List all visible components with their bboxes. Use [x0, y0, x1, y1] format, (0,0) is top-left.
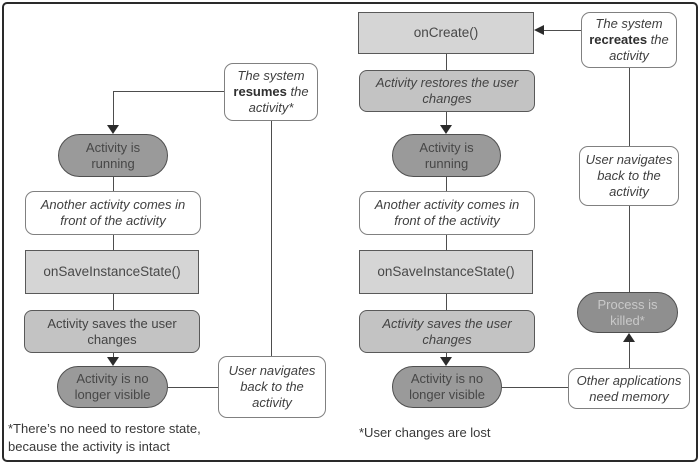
action-activity-saves-left: Activity saves the user changes	[24, 310, 200, 353]
state-activity-running-left: Activity is running	[58, 134, 168, 177]
note-recreates-bold-word: recreates	[589, 32, 648, 48]
callback-onsaveinstancestate-left: onSaveInstanceState()	[25, 250, 199, 294]
arrowhead-into-running-left	[107, 125, 119, 134]
connector-otherapps-to-process	[629, 342, 630, 368]
note-user-navigates-left: User navigates back to the activity	[218, 356, 326, 418]
note-resumes-bold-word: resumes	[233, 84, 287, 100]
action-activity-saves-right: Activity saves the user changes	[359, 310, 535, 353]
note-user-navigates-right: User navigates back to the activity	[579, 146, 679, 206]
state-no-longer-visible-right: Activity is no longer visible	[392, 366, 502, 408]
note-another-activity-right: Another activity comes in front of the a…	[359, 191, 535, 235]
arrowhead-into-running-right	[440, 125, 452, 134]
connector-onsave-to-saves-right	[446, 294, 447, 310]
connector-recreates-to-oncreate	[544, 30, 581, 31]
connector-another-to-onsave-left	[113, 235, 114, 250]
connector-oncreate-to-restores	[446, 54, 447, 70]
note-another-activity-left: Another activity comes in front of the a…	[25, 191, 201, 235]
connector-saves-to-nolonger-right	[446, 353, 447, 358]
connector-saves-to-nolonger-left	[113, 353, 114, 358]
footnote-right: *User changes are lost	[359, 424, 599, 442]
connector-nolonger-to-otherapps	[502, 387, 568, 388]
note-recreates-pre: The system	[595, 16, 663, 32]
state-process-killed: Process is killed*	[577, 292, 678, 333]
connector-another-to-onsave-right	[446, 235, 447, 250]
note-resumes-post: the activity*	[248, 84, 309, 115]
connector-running-to-another-right	[446, 177, 447, 191]
connector-onsave-to-saves-left	[113, 294, 114, 310]
connector-nolonger-to-usernav-left	[168, 387, 218, 388]
connector-restores-to-running-right	[446, 112, 447, 125]
arrowhead-into-nolonger-left	[107, 357, 119, 366]
connector-recreates-to-usernav-right	[629, 68, 630, 146]
note-other-applications: Other applications need memory	[568, 368, 690, 409]
footnote-left-line1: *There’s no need to restore state,	[8, 421, 201, 436]
note-system-recreates: The system recreates the activity	[581, 12, 677, 68]
footnote-left-line2: because the activity is intact	[8, 438, 170, 454]
note-system-resumes: The system resumes the activity*	[224, 63, 318, 121]
action-activity-restores: Activity restores the user changes	[359, 70, 535, 112]
connector-running-to-another-left	[113, 177, 114, 191]
note-resumes-pre: The system	[237, 68, 305, 84]
callback-onsaveinstancestate-right: onSaveInstanceState()	[359, 250, 533, 294]
state-activity-running-right: Activity is running	[392, 134, 501, 177]
callback-oncreate: onCreate()	[358, 12, 534, 54]
state-no-longer-visible-left: Activity is no longer visible	[57, 366, 168, 408]
connector-resumes-to-running-h	[113, 91, 224, 92]
connector-resumes-to-running-v	[113, 91, 114, 125]
note-recreates-post: the activity	[609, 32, 669, 63]
connector-usernav-to-process	[629, 206, 630, 292]
footnote-left: *There’s no need to restore state, becau…	[8, 420, 268, 455]
arrowhead-into-nolonger-right	[440, 357, 452, 366]
connector-usernav-to-resumes	[271, 121, 272, 356]
arrowhead-into-oncreate	[534, 25, 544, 35]
footnote-right-line1: *User changes are lost	[359, 425, 491, 440]
arrowhead-into-process-killed	[623, 333, 635, 342]
